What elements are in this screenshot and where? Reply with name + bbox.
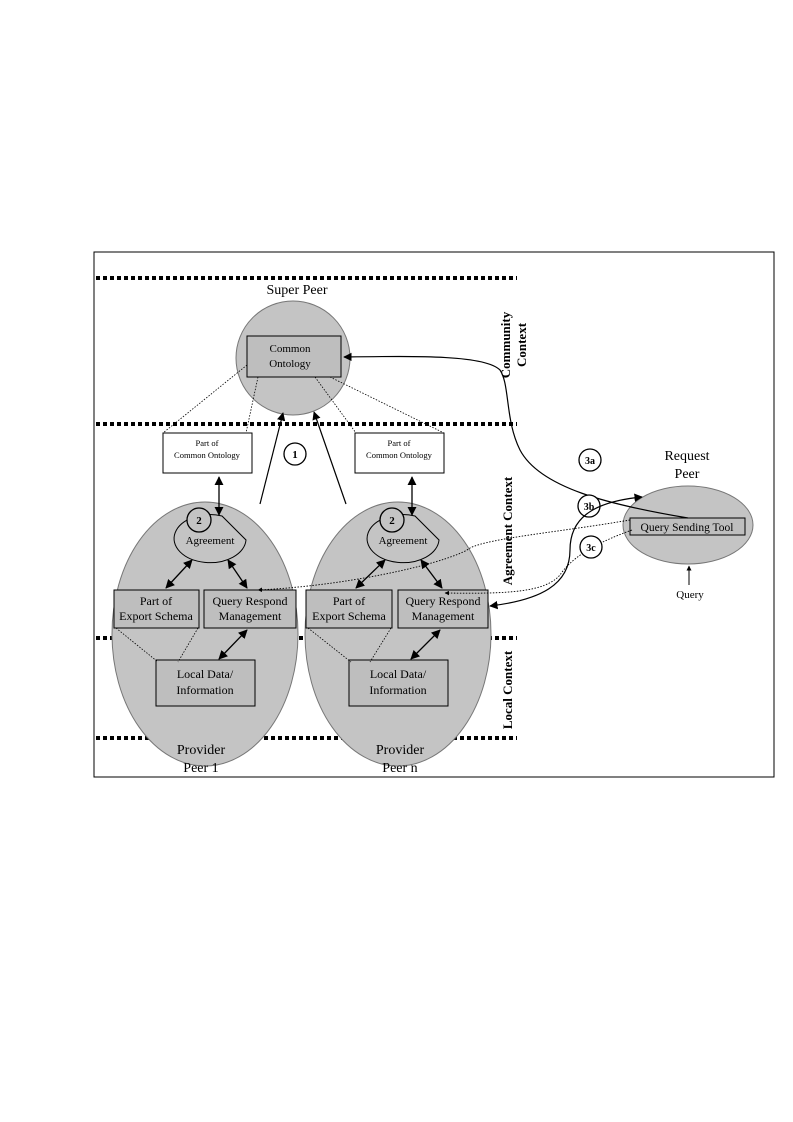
super-peer-title: Super Peer <box>266 283 327 298</box>
agreement-label-n: Agreement <box>379 535 428 547</box>
diagram-frame <box>93 251 775 778</box>
community-context-label-1: Community <box>498 311 513 378</box>
part-common-ontology-box-1 <box>162 432 253 474</box>
step-3c-marker <box>579 535 603 559</box>
step-3c-label: 3c <box>586 543 596 554</box>
provider-peer-1-label-2: Peer 1 <box>183 761 218 776</box>
part-common-ontology-box-n <box>354 432 445 474</box>
step-2-label-1: 2 <box>196 515 202 527</box>
provider-n-to-ontology-arrow <box>312 411 347 505</box>
local-data-box-n <box>348 659 449 707</box>
query-respond-1-label-1: Query Respond <box>213 594 288 608</box>
agreement-query-arrow-1 <box>227 559 248 589</box>
local-data-1-label-2: Information <box>176 683 233 697</box>
query-label: Query <box>676 589 704 601</box>
step-3a-marker <box>578 448 602 472</box>
provider-peer-n-label-1: Provider <box>376 743 425 758</box>
export-schema-box-n <box>305 589 393 629</box>
request-peer-label-1: Request <box>664 449 709 464</box>
export-schema-1-label-2: Export Schema <box>119 609 193 623</box>
community-context-label-2: Context <box>514 322 529 367</box>
query-respond-n-label-1: Query Respond <box>406 594 481 608</box>
local-data-box-1 <box>155 659 256 707</box>
step-1-marker <box>283 442 307 466</box>
export-schema-n-label-1: Part of <box>333 594 365 608</box>
agreement-label-1: Agreement <box>186 535 235 547</box>
local-data-n-label-2: Information <box>369 683 426 697</box>
agreement-context-label: Agreement Context <box>500 476 515 585</box>
part-common-ontology-n-label-1: Part of <box>388 438 411 448</box>
query-local-arrow-1 <box>218 629 248 660</box>
agreement-export-arrow-n <box>355 559 386 589</box>
step-3b-label: 3b <box>584 502 595 513</box>
local-data-n-label-1: Local Data/ <box>370 667 427 681</box>
local-data-1-label-1: Local Data/ <box>177 667 234 681</box>
export-schema-n-label-2: Export Schema <box>312 609 386 623</box>
step-3b-arrow-provider-1 <box>257 519 631 593</box>
query-local-arrow-n <box>410 629 441 660</box>
query-respond-1-label-2: Management <box>219 609 282 623</box>
step-2-label-n: 2 <box>389 515 395 527</box>
step-2-marker-n <box>379 507 405 533</box>
export-schema-1-label-1: Part of <box>140 594 172 608</box>
query-respond-box-n <box>397 589 489 629</box>
export-local-dotted-lines <box>115 627 392 663</box>
ontology-projection-lines <box>162 364 445 434</box>
common-ontology-box <box>246 335 342 378</box>
query-respond-box-1 <box>203 589 297 629</box>
export-schema-box-1 <box>113 589 200 629</box>
common-ontology-label-2: Ontology <box>269 358 311 370</box>
provider-peer-1-label-1: Provider <box>177 743 226 758</box>
request-peer-label-2: Peer <box>675 467 700 482</box>
local-context-label: Local Context <box>500 650 515 729</box>
step-1-label: 1 <box>292 449 298 461</box>
step-3a-label: 3a <box>585 456 595 467</box>
agreement-export-arrow-1 <box>165 559 193 589</box>
part-common-ontology-1-label-2: Common Ontology <box>174 450 241 460</box>
provider-peer-n-label-2: Peer n <box>382 761 417 776</box>
query-sending-tool-label: Query Sending Tool <box>641 522 734 534</box>
part-common-ontology-n-label-2: Common Ontology <box>366 450 433 460</box>
step-3c-arrow <box>489 493 643 610</box>
common-ontology-label-1: Common <box>270 343 311 355</box>
provider-1-to-ontology-arrow <box>259 412 286 505</box>
query-respond-n-label-2: Management <box>412 609 475 623</box>
part-common-ontology-1-label-1: Part of <box>196 438 219 448</box>
step-2-marker-1 <box>186 507 212 533</box>
